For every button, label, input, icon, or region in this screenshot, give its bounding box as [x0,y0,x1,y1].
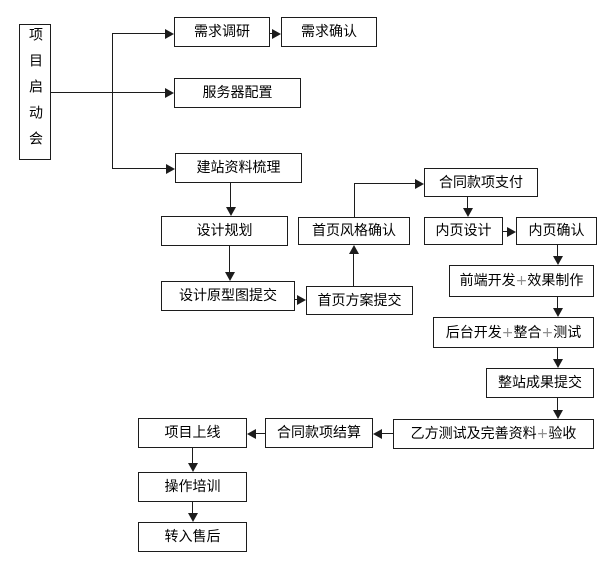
node-project-launch: 项目上线 [138,418,247,448]
node-contract-settlement: 合同款项结算 [265,418,373,448]
edge-homepage-style-line [353,254,354,286]
edge-kickoff-server-line [51,92,165,93]
edge-launch-training-line [192,448,193,463]
edge-material-plan-line [230,183,231,207]
edge-backend-sitesubmit-arrowhead [553,359,563,368]
edge-prototype-homepage-arrowhead [297,295,306,305]
node-inner-page-design: 内页设计 [424,217,503,245]
node-requirements-research: 需求调研 [174,17,270,47]
edge-launch-training-arrowhead [188,463,198,472]
edge-training-aftersales-arrowhead [188,513,198,522]
edge-style-contractpay-arrowhead [415,179,424,189]
edge-kickoff-server-arrowhead [165,88,174,98]
node-frontend-dev: 前端开发+效果制作 [449,265,594,297]
edge-partyb-settle-arrowhead [373,429,382,439]
edge-innerconfirm-frontend-line [557,245,558,256]
node-design-planning: 设计规划 [161,216,288,246]
node-operation-training: 操作培训 [138,472,247,502]
edge-frontend-backend-arrowhead [553,308,563,317]
edge-partyb-settle-line [382,433,393,434]
edge-settle-launch-arrowhead [247,429,256,439]
edge-prototype-homepage-line [295,299,298,300]
edge-frontend-backend-line [557,297,558,308]
edge-plan-prototype-arrowhead [225,272,235,281]
edge-style-contractpay-hline [354,183,415,184]
node-contract-payment: 合同款项支付 [424,168,538,197]
edge-settle-launch-line [256,433,265,434]
edge-innerdesign-innerconfirm-line [503,231,507,232]
node-partyb-test-acceptance: 乙方测试及完善资料+验收 [393,419,594,449]
edge-contractpay-innerdesign-line [467,197,468,208]
edge-kickoff-research-line [112,33,165,34]
node-homepage-proposal-submit: 首页方案提交 [306,286,413,315]
node-homepage-style-confirm: 首页风格确认 [298,217,410,245]
edge-kickoff-branch-line [112,33,113,168]
node-project-kickoff: 项目启动会 [19,24,51,160]
edge-contractpay-innerdesign-arrowhead [463,208,473,217]
node-site-material-sorting: 建站资料梳理 [175,153,302,183]
edge-innerdesign-innerconfirm-arrowhead [507,227,516,237]
node-backend-dev: 后台开发+整合+测试 [433,317,594,348]
edge-sitesubmit-partyb-arrowhead [553,410,563,419]
edge-research-confirm-arrowhead [272,29,281,39]
edge-training-aftersales-line [192,502,193,513]
edge-material-plan-arrowhead [226,207,236,216]
edge-research-confirm-line [270,33,273,34]
edge-sitesubmit-partyb-line [557,398,558,410]
edge-style-contractpay-vline [354,183,355,217]
edge-backend-sitesubmit-line [557,348,558,359]
edge-kickoff-material-arrowhead [166,164,175,174]
node-server-config: 服务器配置 [174,78,301,108]
edge-homepage-style-arrowhead [349,245,359,254]
edge-innerconfirm-frontend-arrowhead [553,256,563,265]
edge-kickoff-material-line [112,168,166,169]
node-inner-page-confirm: 内页确认 [516,217,597,245]
node-requirements-confirm: 需求确认 [281,17,377,47]
node-whole-site-submit: 整站成果提交 [486,368,594,398]
edge-kickoff-research-arrowhead [165,29,174,39]
node-prototype-submit: 设计原型图提交 [161,281,295,311]
edge-plan-prototype-line [229,246,230,272]
node-project-kickoff-label: 项目启动会 [27,27,43,157]
node-transfer-aftersales: 转入售后 [138,522,247,552]
